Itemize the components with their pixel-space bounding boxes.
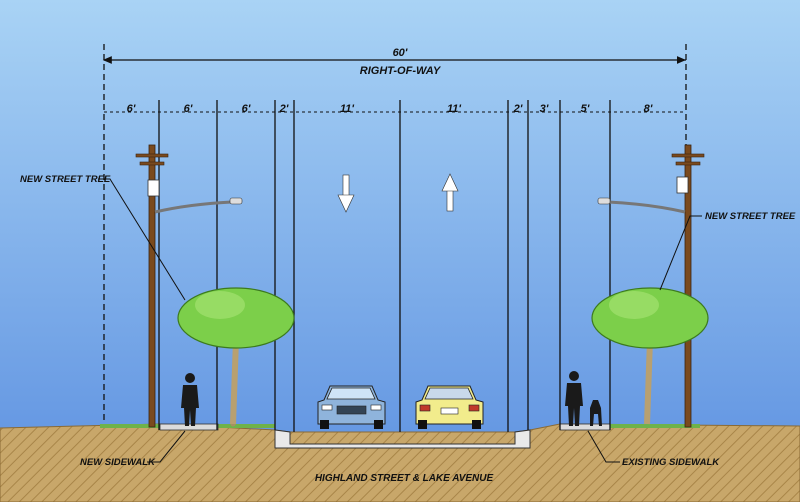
- up-arrow-icon: [441, 173, 459, 212]
- segment-label: 3': [540, 103, 549, 115]
- grass-left: [100, 424, 160, 428]
- callout-sidewalk-left: NEW SIDEWALK: [80, 457, 156, 468]
- segment-label: 6': [127, 103, 136, 115]
- street-name: HIGHLAND STREET & LAKE AVENUE: [315, 473, 494, 484]
- segment-label: 2': [279, 103, 289, 115]
- callout-sidewalk-right: EXISTING SIDEWALK: [622, 457, 720, 468]
- dog-icon: [590, 400, 602, 426]
- pedestrian-icon: [181, 373, 199, 426]
- pedestrian-icon: [565, 371, 583, 426]
- segment-label: 6': [184, 103, 193, 115]
- segment-label: 5': [581, 103, 590, 115]
- overall-label: RIGHT-OF-WAY: [360, 65, 442, 77]
- segment-label: 6': [242, 103, 251, 115]
- car-right: [415, 385, 484, 429]
- segment-label: 8': [644, 103, 653, 115]
- callout-tree-right: NEW STREET TREE: [705, 211, 796, 222]
- road-surface: [274, 429, 531, 449]
- segment-label: 2': [513, 103, 523, 115]
- grass-right: [610, 424, 700, 428]
- car-left: [317, 385, 386, 429]
- street-tree-right: [591, 287, 709, 425]
- street-tree-left: [177, 287, 295, 427]
- segment-labels: 6' 6' 6' 2' 11' 11' 2' 3' 5' 8': [127, 103, 653, 115]
- callout-tree-left: NEW STREET TREE: [20, 174, 111, 185]
- sidewalk-right: [559, 423, 611, 431]
- utility-pole-left: [135, 144, 243, 428]
- segment-label: 11': [447, 103, 461, 115]
- callout-leaders: [98, 178, 702, 463]
- overall-width: 60': [393, 47, 408, 59]
- down-arrow-icon: [337, 174, 355, 213]
- utility-pole-right: [597, 144, 705, 428]
- grass-mid-left: [218, 424, 275, 428]
- segment-label: 11': [340, 103, 354, 115]
